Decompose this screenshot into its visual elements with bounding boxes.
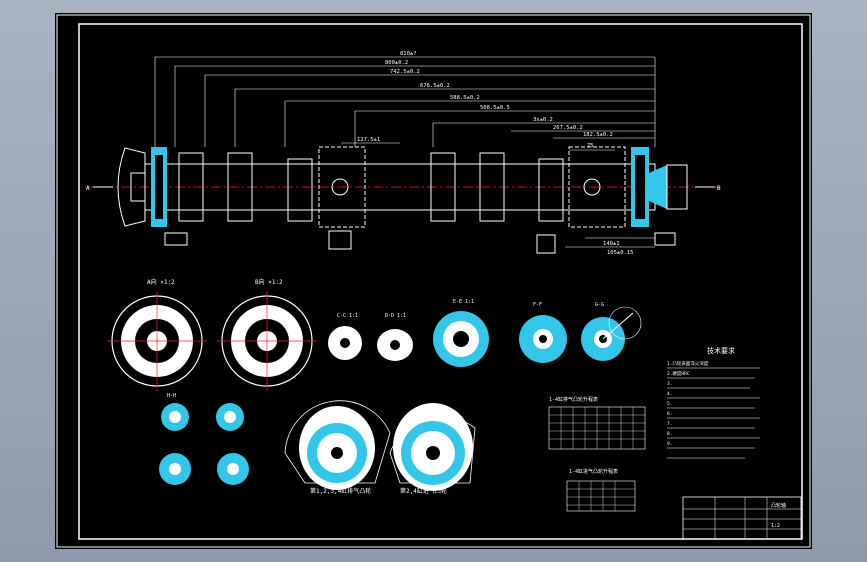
title-block-name: 凸轮轴 bbox=[771, 502, 786, 509]
tech-note-5: 5. bbox=[667, 401, 672, 407]
camshaft-main-view: 810±? 800±0.2 742.5±0.2 676.5±0.2 588.5±… bbox=[85, 51, 721, 256]
cam-3 bbox=[287, 158, 313, 222]
dim-6: 3x±0.2 bbox=[533, 117, 553, 123]
cam-2 bbox=[227, 152, 253, 222]
cam-1 bbox=[178, 152, 204, 222]
view-c-label: C-C 1:1 bbox=[337, 313, 358, 319]
tag-box-3 bbox=[536, 234, 556, 254]
dim-4: 588.5±0.2 bbox=[450, 95, 480, 101]
title-block: 凸轮轴 1:2 bbox=[682, 496, 802, 540]
table-2-title: 1-4缸进气凸轮升程表 bbox=[569, 468, 618, 475]
lift-tables: 1-4缸排气凸轮升程表 1-4缸进气凸轮升程表 bbox=[548, 396, 646, 512]
tech-note-4: 4. bbox=[667, 391, 672, 397]
right-taper bbox=[649, 165, 667, 209]
dim-small-top: 75 bbox=[587, 143, 594, 149]
dimension-texts: 810±? 800±0.2 742.5±0.2 676.5±0.2 588.5±… bbox=[357, 51, 634, 256]
right-end-cap bbox=[666, 164, 688, 210]
tech-notes-title: 技术要求 bbox=[707, 346, 735, 355]
cam-exhaust-label: 第1,2,3,4缸排气凸轮 bbox=[310, 487, 371, 495]
dim-0: 810±? bbox=[400, 51, 417, 57]
left-flange bbox=[117, 147, 146, 227]
dim-small-bottom: 140±1 bbox=[603, 241, 620, 247]
view-a-label: A向 ×1:2 bbox=[147, 278, 175, 286]
tech-note-6: 6. bbox=[667, 411, 672, 417]
dim-small-bottom2: 105±0.15 bbox=[607, 250, 634, 256]
tech-note-1: 1.凸轮表面淬火深度 bbox=[667, 360, 709, 367]
tag-box-2 bbox=[328, 230, 352, 250]
tag-box-4 bbox=[654, 232, 676, 246]
title-block-scale: 1:2 bbox=[771, 523, 780, 529]
view-g-label: G-G bbox=[595, 302, 604, 308]
dim-3: 676.5±0.2 bbox=[420, 83, 450, 89]
view-e-label: E-E 1:1 bbox=[453, 299, 474, 305]
journal-2-bore bbox=[583, 178, 601, 196]
dim-5: 508.5±0.5 bbox=[480, 105, 510, 111]
tech-note-7: 7. bbox=[667, 421, 672, 427]
cad-drawing: 810±? 800±0.2 742.5±0.2 676.5±0.2 588.5±… bbox=[56, 14, 811, 548]
tech-note-8: 8. bbox=[667, 431, 672, 437]
dim-2: 742.5±0.2 bbox=[390, 69, 420, 75]
dim-8: 182.5±0.2 bbox=[583, 132, 613, 138]
tag-box-1 bbox=[164, 232, 188, 246]
view-h-label: H-H bbox=[167, 393, 176, 399]
tech-notes: 技术要求 1.凸轮表面淬火深度 2.硬度HRC 3. 4. 5. 6. 7. 8… bbox=[667, 346, 760, 459]
journal-1-bore bbox=[331, 178, 349, 196]
dim-1: 800±0.2 bbox=[385, 60, 408, 66]
journal-1 bbox=[318, 146, 366, 228]
left-hub bbox=[130, 172, 146, 202]
tech-note-3: 3. bbox=[667, 381, 672, 387]
dim-9: 127.5±1 bbox=[357, 137, 380, 143]
tech-note-9: 9. bbox=[667, 441, 672, 447]
outer-frame bbox=[56, 14, 811, 548]
view-d-label: D-D 1:1 bbox=[385, 313, 406, 319]
small-sections: H-H bbox=[159, 393, 249, 485]
section-views: A向 ×1:2 B向 ×1:2 C-C 1:1 D-D 1:1 bbox=[107, 278, 642, 391]
dimension-lines bbox=[154, 56, 656, 248]
cam-intake-label: 第2,4缸进气凸轮 bbox=[400, 487, 447, 495]
tech-note-2: 2.硬度HRC bbox=[667, 370, 690, 377]
cam-profiles: 第1,2,3,4缸排气凸轮 第2,4缸进气凸轮 bbox=[284, 400, 476, 495]
dim-7: 267.5±0.2 bbox=[553, 125, 583, 131]
end-label-a: A bbox=[86, 185, 90, 192]
table-1-title: 1-4缸排气凸轮升程表 bbox=[549, 396, 598, 403]
view-b-label: B向 ×1:2 bbox=[255, 278, 283, 286]
cam-4 bbox=[430, 152, 456, 222]
inner-frame bbox=[78, 23, 803, 540]
cam-6 bbox=[538, 158, 564, 222]
cam-5 bbox=[479, 152, 505, 222]
table-2 bbox=[566, 480, 636, 512]
journal-2 bbox=[568, 146, 626, 228]
drawing-sheet[interactable]: 810±? 800±0.2 742.5±0.2 676.5±0.2 588.5±… bbox=[55, 13, 812, 549]
view-f-label: F-F bbox=[533, 302, 542, 308]
end-label-b: B bbox=[717, 185, 721, 192]
